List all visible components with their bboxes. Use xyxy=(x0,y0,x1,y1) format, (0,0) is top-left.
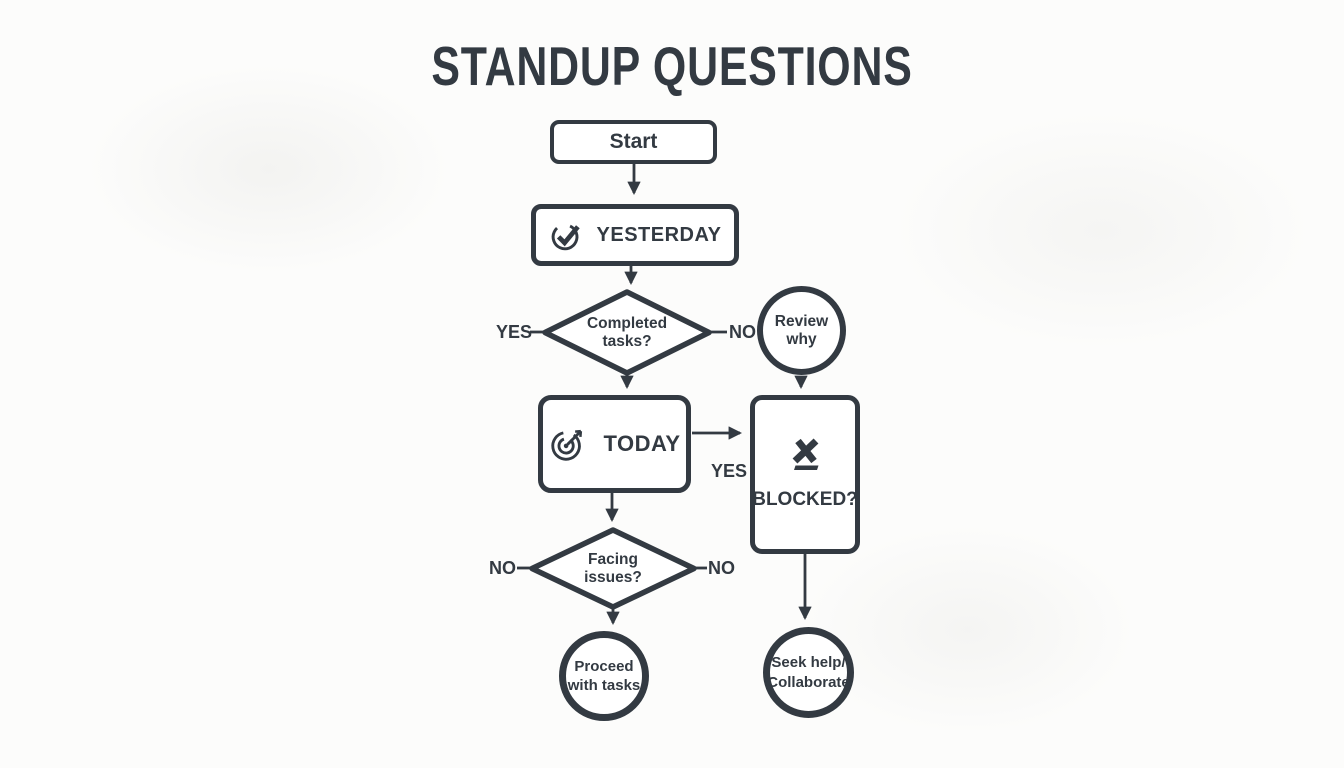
blocked-node: BLOCKED? xyxy=(750,395,860,554)
edge-label-completed-yes: YES xyxy=(495,322,532,342)
edge-label-facing-no-right: NO xyxy=(708,558,735,578)
seek-help-node: Seek help/ Collaborate xyxy=(763,627,854,718)
start-node: Start xyxy=(550,120,717,164)
start-label: Start xyxy=(609,130,658,153)
decision-facing-issues-label: Facing issues? xyxy=(584,551,642,586)
edge-label-facing-no-left: NO xyxy=(489,558,516,578)
review-why-label: Review why xyxy=(774,312,829,348)
page-title: STANDUP QUESTIONS xyxy=(431,35,913,97)
today-label: TODAY xyxy=(603,431,681,456)
target-icon xyxy=(548,424,588,464)
check-circle-icon xyxy=(549,219,582,252)
edge-label-blocked-yes: YES xyxy=(711,461,748,481)
decision-completed-tasks-label: Completed tasks? xyxy=(586,315,668,350)
decision-facing-issues-shape xyxy=(529,527,697,610)
review-why-node: Review why xyxy=(757,286,846,375)
edge-label-completed-no: NO xyxy=(729,322,756,342)
decision-completed-tasks-shape xyxy=(542,289,712,376)
x-icon xyxy=(786,438,824,473)
blocked-label: BLOCKED? xyxy=(752,489,858,510)
proceed-node: Proceed with tasks xyxy=(559,631,649,721)
today-node: TODAY xyxy=(538,395,691,493)
yesterday-label: YESTERDAY xyxy=(596,223,722,246)
yesterday-node: YESTERDAY xyxy=(531,204,739,266)
